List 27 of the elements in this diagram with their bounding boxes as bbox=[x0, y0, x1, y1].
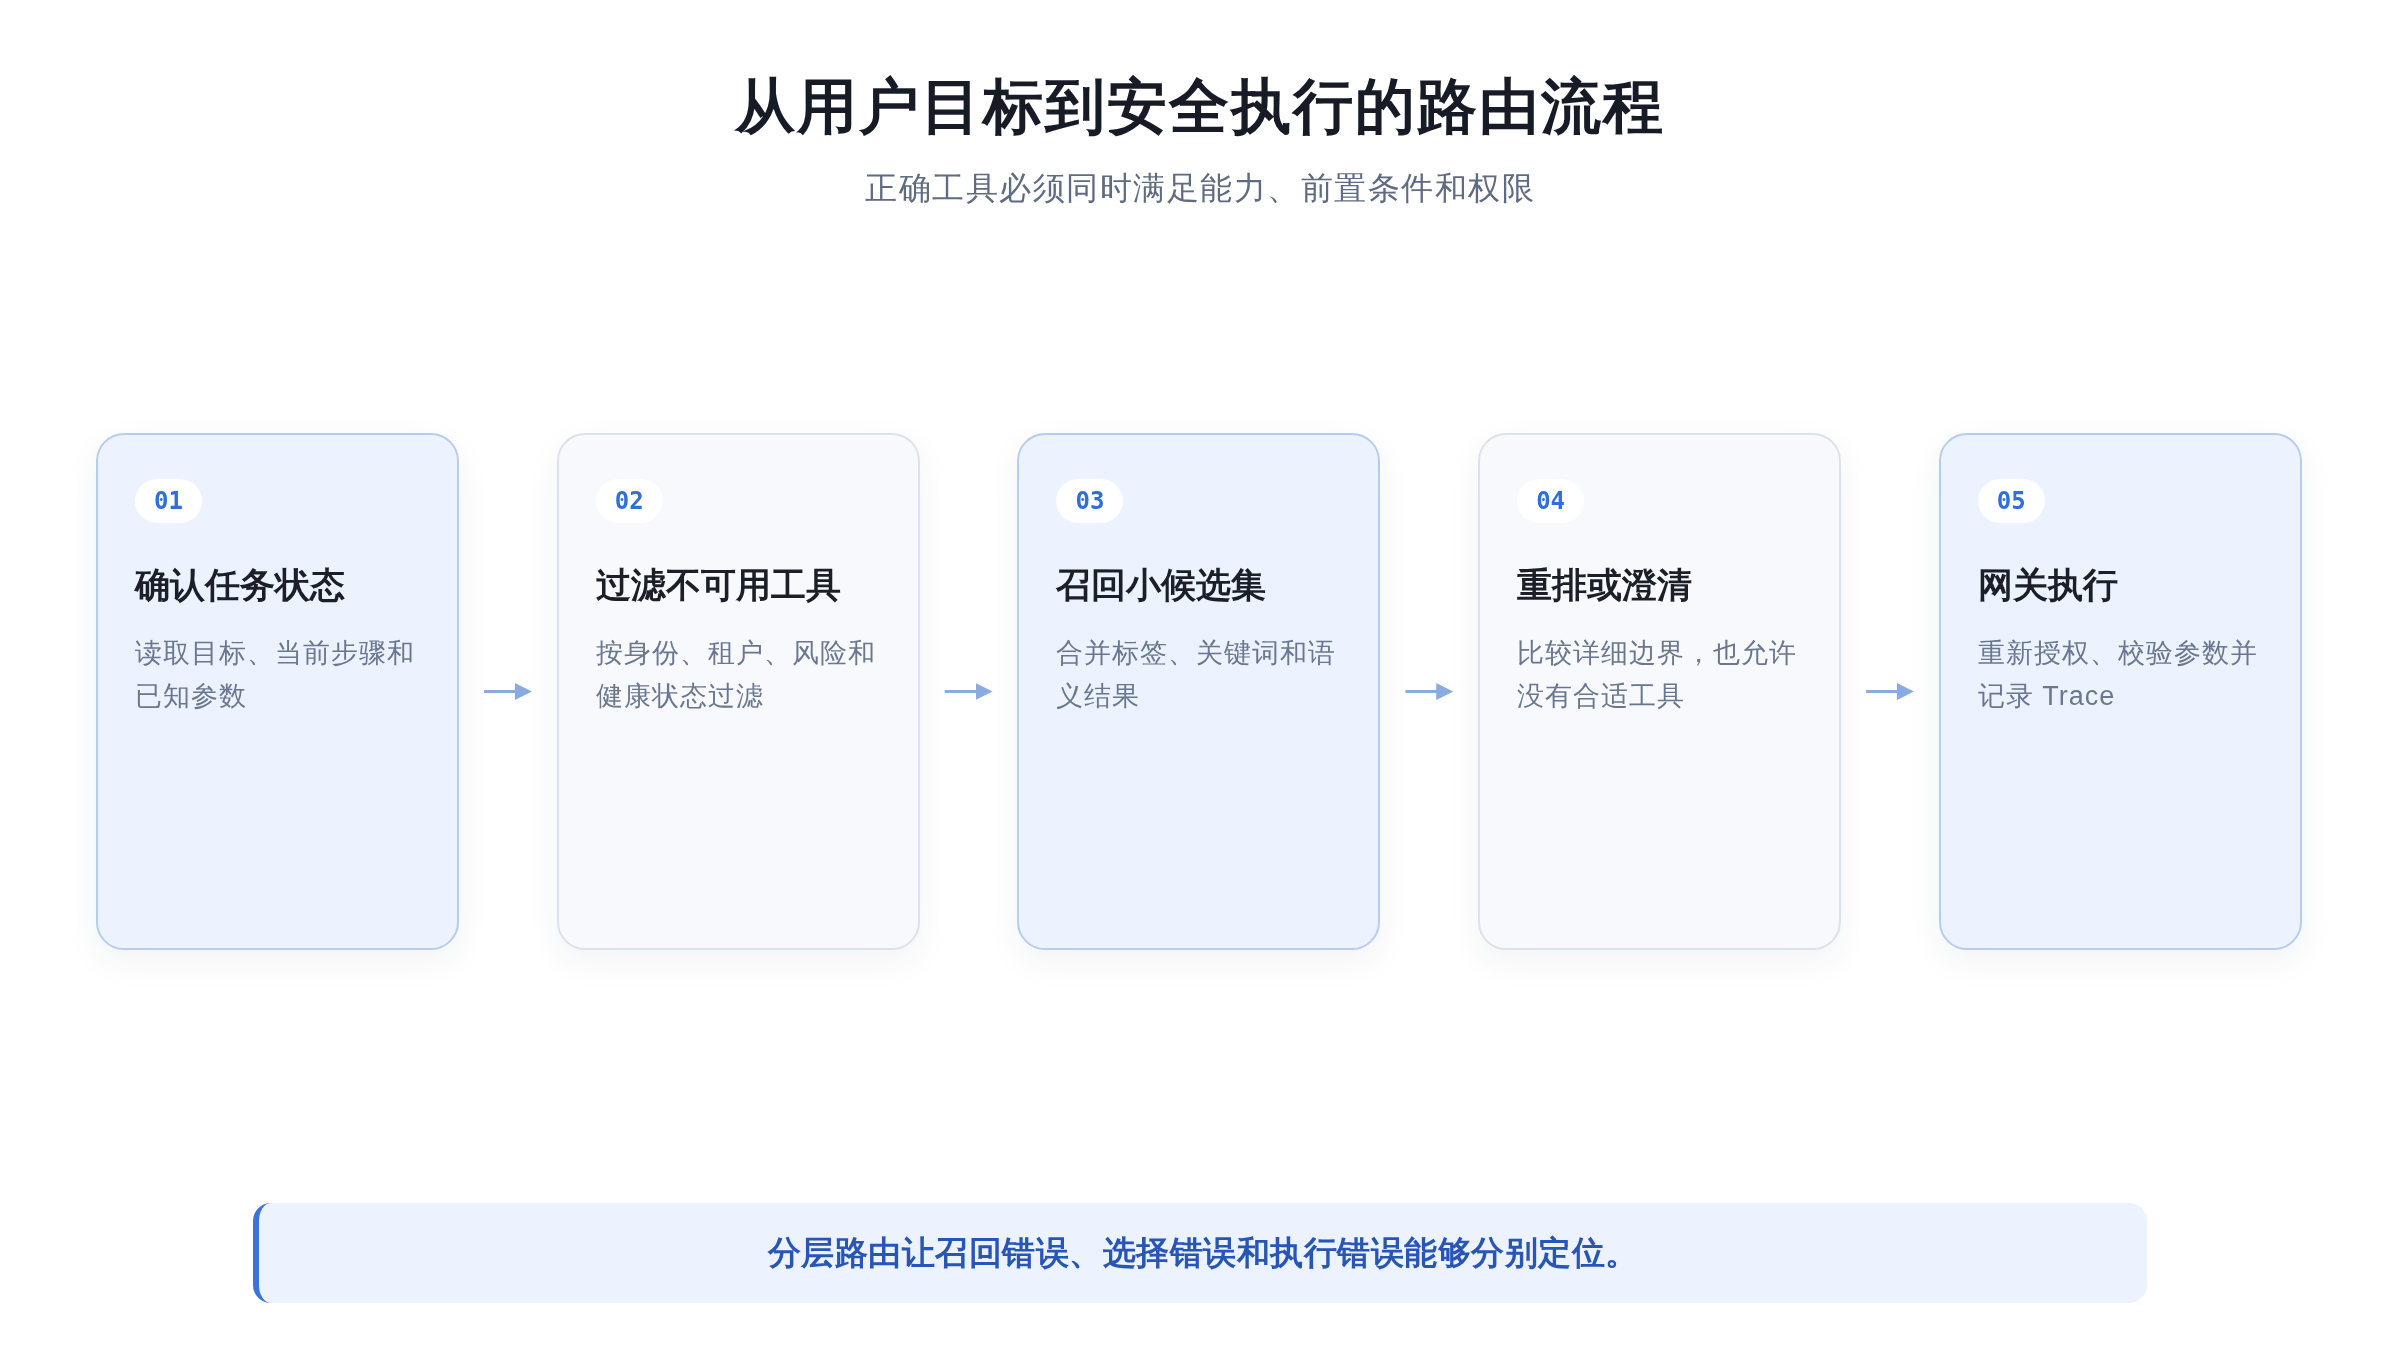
arrow bbox=[484, 683, 532, 700]
step-description: 读取目标、当前步骤和已知参数 bbox=[135, 637, 416, 713]
step-number-badge: 04 bbox=[1517, 479, 1585, 523]
step-number-badge: 03 bbox=[1056, 479, 1124, 523]
arrow bbox=[944, 683, 993, 700]
summary-banner: 分层路由让召回错误、选择错误和执行错误能够分别定位。 bbox=[253, 1203, 2147, 1303]
step-number-badge: 02 bbox=[595, 479, 663, 523]
step-title: 网关执行 bbox=[1977, 564, 2118, 606]
title: 从用户目标到安全执行的路由流程 bbox=[735, 72, 1665, 142]
step-description: 按身份、租户、风险和健康状态过滤 bbox=[595, 637, 877, 713]
arrow bbox=[1866, 683, 1914, 700]
step-title: 确认任务状态 bbox=[135, 564, 345, 606]
step-description: 合并标签、关键词和语义结果 bbox=[1056, 637, 1338, 713]
step-description: 比较详细边界，也允许没有合适工具 bbox=[1517, 637, 1799, 713]
step-title: 重排或澄清 bbox=[1517, 564, 1693, 606]
step-card bbox=[1938, 433, 2302, 950]
step-card bbox=[556, 433, 920, 950]
step-card bbox=[1478, 433, 1842, 950]
step-card bbox=[96, 433, 459, 950]
step-title: 召回小候选集 bbox=[1056, 564, 1267, 606]
step-title: 过滤不可用工具 bbox=[595, 564, 841, 606]
step-number-badge: 01 bbox=[135, 479, 202, 523]
step-number-badge: 05 bbox=[1977, 479, 2045, 523]
arrow bbox=[1405, 683, 1454, 700]
subtitle: 正确工具必须同时满足能力、前置条件和权限 bbox=[865, 169, 1535, 208]
step-description: 重新授权、校验参数并记录 Trace bbox=[1977, 637, 2259, 713]
step-card bbox=[1017, 433, 1381, 950]
